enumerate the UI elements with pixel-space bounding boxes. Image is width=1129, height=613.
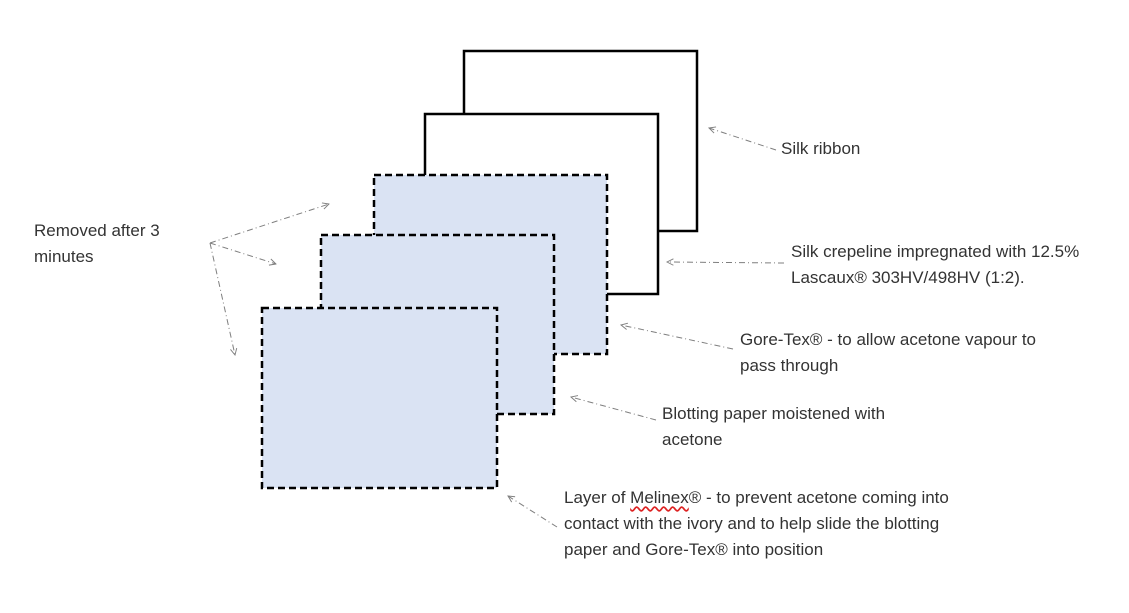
crepeline-line-1: Silk crepeline impregnated with 12.5% <box>791 242 1080 261</box>
goretex-line-2: pass through <box>740 356 839 375</box>
goretex-line-1: Gore-Tex® - to allow acetone vapour to <box>740 330 1037 349</box>
silk-ribbon-label: Silk ribbon <box>781 136 860 162</box>
removed-arrow-lower <box>209 242 235 355</box>
silk-ribbon-text: Silk ribbon <box>781 139 861 158</box>
melinex-line-3: paper and Gore-Tex® into position <box>564 540 824 559</box>
blotting-line-2: acetone <box>662 430 723 449</box>
melinex-layer <box>260 306 499 490</box>
crepeline-arrow <box>667 262 785 263</box>
removed-arrow-middle <box>209 242 276 264</box>
crepeline-line-2: Lascaux® 303HV/498HV (1:2). <box>791 268 1025 287</box>
removed-line-1: Removed after 3 <box>34 221 160 240</box>
melinex-line-1-suffix: ® - to prevent acetone coming into <box>688 488 949 507</box>
melinex-line-1: Layer of Melinex® - to prevent acetone c… <box>564 485 949 511</box>
goretex-arrow <box>621 325 734 350</box>
silk-crepeline-label: Silk crepeline impregnated with 12.5% La… <box>791 239 1079 291</box>
blotting-arrow <box>571 397 657 421</box>
melinex-arrow <box>508 496 558 528</box>
removed-label: Removed after 3 minutes <box>34 218 160 270</box>
blotting-paper-label: Blotting paper moistened with acetone <box>662 401 885 453</box>
removed-arrow-upper <box>209 204 329 244</box>
melinex-word: Melinex <box>630 488 689 507</box>
blotting-line-1: Blotting paper moistened with <box>662 404 886 423</box>
melinex-label: Layer of Melinex® - to prevent acetone c… <box>564 485 949 563</box>
gore-tex-label: Gore-Tex® - to allow acetone vapour to p… <box>740 327 1036 379</box>
melinex-line-2: contact with the ivory and to help slide… <box>564 514 940 533</box>
silk-ribbon-arrow <box>709 128 777 151</box>
melinex-line-1-prefix: Layer of <box>564 488 631 507</box>
removed-line-2: minutes <box>34 247 94 266</box>
